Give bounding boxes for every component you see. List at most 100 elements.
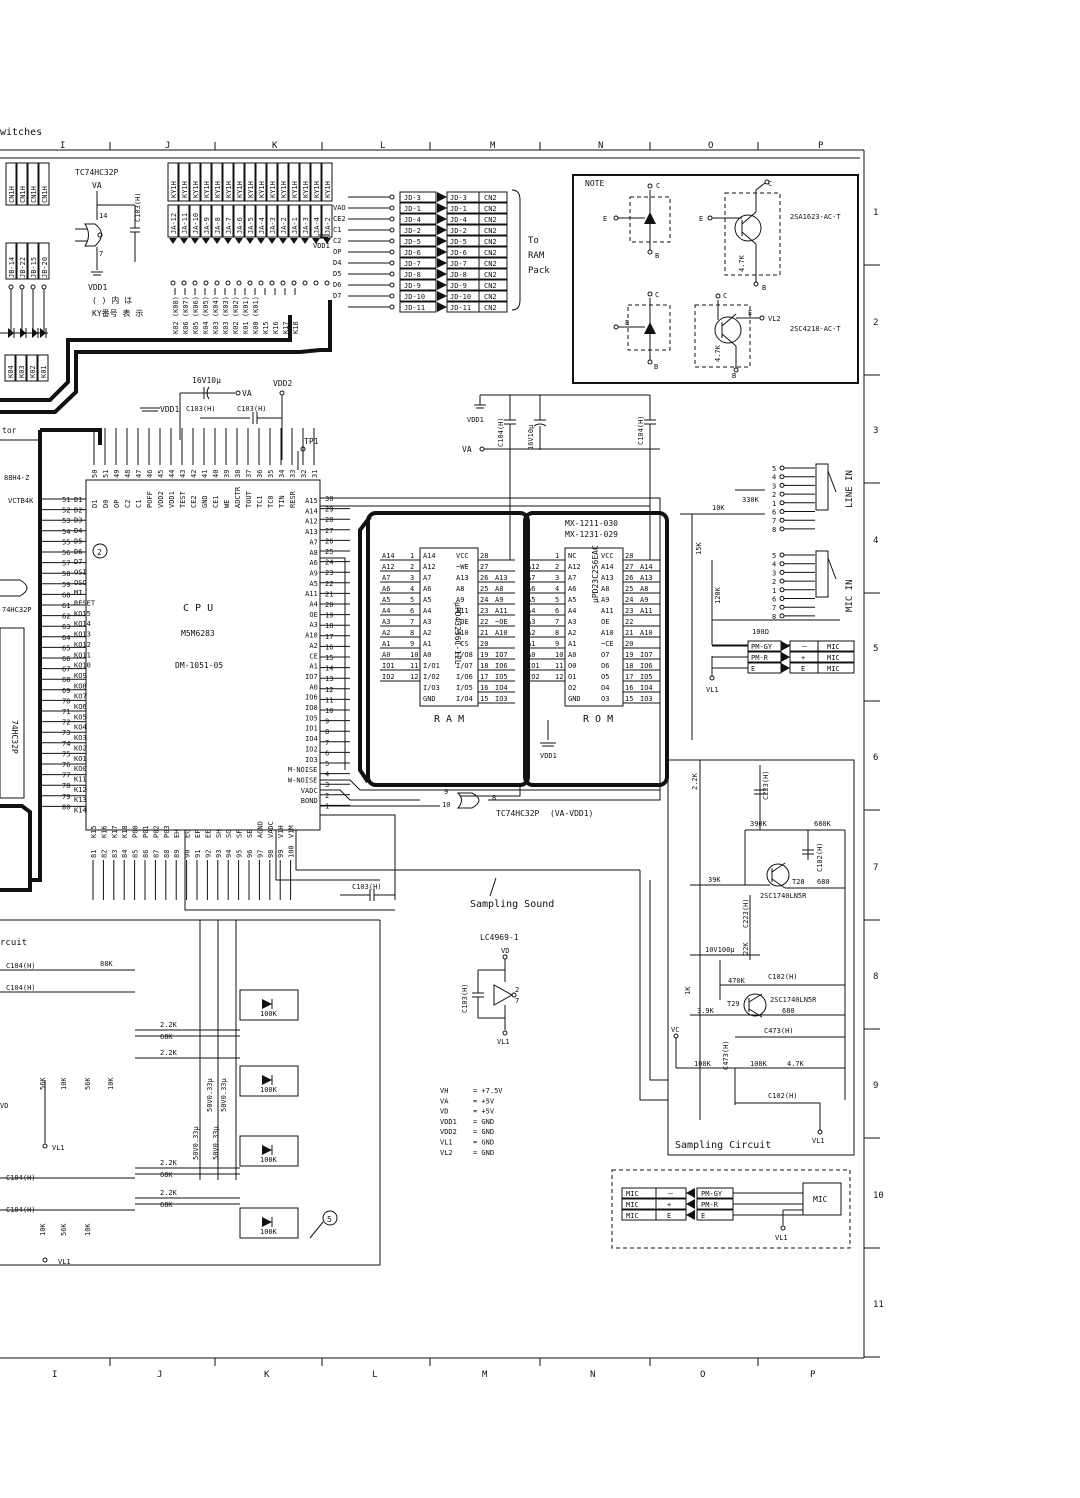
chip-inner-left: A1 (423, 640, 431, 648)
rampack-jd-box (399, 290, 437, 302)
grid-col-bottom-O: O (700, 1370, 705, 1380)
jack-pin (779, 613, 785, 619)
jack-pin (779, 491, 785, 497)
rom-label: R O M (583, 714, 613, 725)
lc-r10kc: 10K (84, 1223, 92, 1236)
sc-cap10v: 10V100μ (705, 946, 735, 954)
jack-body (815, 463, 829, 511)
chip-inner-left: O0 (568, 662, 576, 670)
ja-diode (257, 238, 265, 244)
jack-pin-label: 1 (772, 587, 776, 595)
ja-diode (169, 238, 177, 244)
ja-k-label: K18 (292, 321, 300, 334)
cpu-right-pin: 23 (325, 569, 333, 577)
line-in-r1: 10K (712, 504, 725, 512)
cpu-right-pin: 14 (325, 665, 333, 673)
ja-top-label: KY1H (236, 181, 244, 198)
jack-pin-label: 3 (772, 569, 776, 577)
rampack-cn-box (478, 301, 508, 313)
chip-right-signal: IO4 (495, 684, 508, 692)
chip-inner-left: GND (568, 695, 581, 703)
cpu-right-pin: 22 (325, 580, 333, 588)
grid-col-bottom-M: M (482, 1370, 488, 1380)
jack-pin (779, 509, 785, 514)
chip-inner-right: I/O6 (456, 673, 473, 681)
chip-right-signal: A9 (640, 596, 648, 604)
cpu-right-label: A6 (309, 559, 317, 567)
chip-inner-right: O5 (601, 673, 609, 681)
left-edge-fragments: tor 88H4-Z VCTB4K 74HC32P 74HC32P 2 (0, 426, 108, 799)
rampack-cn-box (478, 213, 508, 225)
chip-right-pin: 22 (625, 618, 633, 626)
cpu-top-pin: 40 (212, 470, 220, 478)
chip-inner-left: I/O3 (423, 684, 440, 692)
cpu-left-label: KO5 (74, 713, 87, 721)
mic-tbl-b: － (801, 643, 808, 651)
ja-label: JA-9 (203, 217, 211, 234)
rampack-jd2: JD-9 (450, 282, 467, 290)
chip-inner-left: NC (568, 552, 576, 560)
left-conn-pin (19, 284, 25, 290)
rampack-signal: D6 (333, 281, 341, 289)
cpu-code: DM-1051-05 (175, 661, 223, 670)
gate-top-cap: C103(H) (134, 192, 142, 222)
jack-pin (779, 474, 785, 480)
rampack-signal: CE2 (333, 215, 346, 223)
cpu-top-pin: 50 (91, 470, 99, 478)
chip-inner-right: A13 (601, 574, 614, 582)
ja-pin (280, 280, 286, 286)
chip-right-pin: 15 (480, 695, 488, 703)
marker-2: 2 (97, 548, 102, 557)
left-k-label: K04 (7, 365, 15, 378)
cpu-left-pin: 62 (62, 613, 70, 621)
cpu-left-label: KO1 (74, 755, 87, 763)
rampack-arrow (437, 225, 447, 235)
cpu-right-label: A2 (309, 642, 317, 650)
chip-left-signal: A7 (382, 574, 390, 582)
ja-box (200, 204, 212, 238)
jack-pin-label: 2 (772, 578, 776, 586)
chip-left-pin: 6 (555, 607, 559, 615)
left-k-box (4, 354, 16, 382)
cpu-title: C P U (183, 603, 213, 614)
lc-name: LC4969-1 (480, 933, 519, 942)
left-conn-pin (41, 284, 47, 290)
ladder-box (239, 1065, 299, 1097)
chip-right-pin: 23 (480, 607, 488, 615)
cpu-right-label: A7 (309, 538, 317, 546)
grid-col-top-I: I (60, 141, 65, 151)
cpu-bottom-label: K16 (100, 825, 108, 838)
sc-r22k-2: 22K (742, 942, 750, 955)
volt-key: VL1 (440, 1139, 453, 1147)
volt-value: = GND (473, 1139, 494, 1147)
cpu-top-label: TC1 (256, 495, 264, 508)
cpu-bottom-label: K15 (90, 825, 98, 838)
cpu-top-label: D1 (91, 500, 99, 508)
ja-label: JA-5 (247, 217, 255, 234)
cpu-right-pin: 26 (325, 537, 333, 545)
chip-inner-left: A14 (423, 552, 436, 560)
cpu-left-label: KO8 (74, 682, 87, 690)
rom-chip: μPD23C256EAC R O M MX-1211-030 MX-1231-0… (525, 519, 660, 760)
chip-inner-left: A12 (568, 563, 581, 571)
chip-left-signal: A6 (382, 585, 390, 593)
left-filter-circuit: rcuit C104(H) 88K C104(H) 2.2K68K100K2.2… (0, 919, 381, 1266)
cpu-left-pin: 75 (62, 750, 70, 758)
lc-c104b: C104(H) (6, 984, 36, 992)
cpu-bottom-label: P00 (132, 825, 140, 838)
chip-left-pin: 10 (555, 651, 563, 659)
pwr-vdd1: VDD1 (160, 405, 179, 414)
left-conn-pin (30, 284, 36, 290)
left-k-box (26, 354, 38, 382)
rampack-signal: D5 (333, 270, 341, 278)
chip-left-signal: IO2 (527, 673, 540, 681)
ja-top-box (189, 162, 201, 202)
ja-pin (170, 280, 176, 286)
chip-left-pin: 11 (555, 662, 563, 670)
cpu-bottom-label: V1M (288, 825, 296, 838)
cpu-top-label: RESR (289, 490, 297, 508)
left-k-label: K02 (29, 365, 37, 378)
pwr-tp1: TP1 (304, 437, 319, 446)
